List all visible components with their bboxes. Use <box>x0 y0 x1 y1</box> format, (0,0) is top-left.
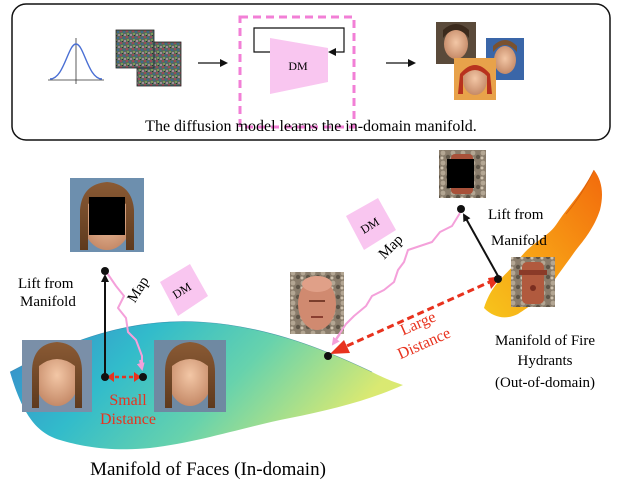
dm-loop-arrow <box>253 27 345 56</box>
face-thumb-3 <box>454 58 496 100</box>
original-point-left <box>101 373 109 381</box>
hydrant-caption-2: Hydrants <box>518 353 573 369</box>
gaussian-curve-icon <box>48 38 104 84</box>
faces-manifold-caption: Manifold of Faces (In-domain) <box>90 459 326 480</box>
lifted-point-left <box>101 267 109 275</box>
dm-label-top: DM <box>288 59 308 73</box>
lift-label-right-2: Manifold <box>491 233 547 249</box>
reconstructed-face-image <box>154 340 226 412</box>
dm-block-left <box>160 264 208 316</box>
lift-arrow-right <box>463 213 499 277</box>
map-path-right <box>333 212 461 343</box>
mask-square-hydrant <box>447 159 474 188</box>
dm-block-right <box>346 198 396 250</box>
lift-label-right-1: Lift from <box>488 207 544 223</box>
map-label-left: Map <box>125 274 153 306</box>
small-distance-label-1: Small <box>109 392 147 409</box>
dm-block <box>270 38 328 94</box>
original-face-image <box>22 340 92 412</box>
top-caption: The diffusion model learns the in-domain… <box>145 118 477 135</box>
large-distance-line <box>337 278 495 352</box>
noise-image-front <box>115 29 155 69</box>
reconstructed-face-ood-image <box>290 272 344 334</box>
mask-square <box>89 197 125 235</box>
original-point-right <box>494 275 502 283</box>
masked-face-image <box>70 178 144 252</box>
noise-images <box>115 29 182 87</box>
dm-dashed-box <box>238 15 356 129</box>
masked-hydrant-image <box>439 150 486 198</box>
lifted-point-right <box>457 205 465 213</box>
map-path-left <box>104 269 143 366</box>
projected-point-left <box>139 373 147 381</box>
hydrant-caption-1: Manifold of Fire <box>495 333 595 349</box>
projected-point-right <box>324 352 332 360</box>
hydrant-caption-3: (Out-of-domain) <box>495 375 595 391</box>
generated-faces <box>436 22 524 100</box>
face-thumb-1 <box>436 22 476 64</box>
lift-label-left-1: Lift from <box>18 276 74 292</box>
small-distance-label-2: Distance <box>100 411 156 428</box>
lift-label-left-2: Manifold <box>20 294 76 310</box>
hydrant-image <box>511 257 555 307</box>
